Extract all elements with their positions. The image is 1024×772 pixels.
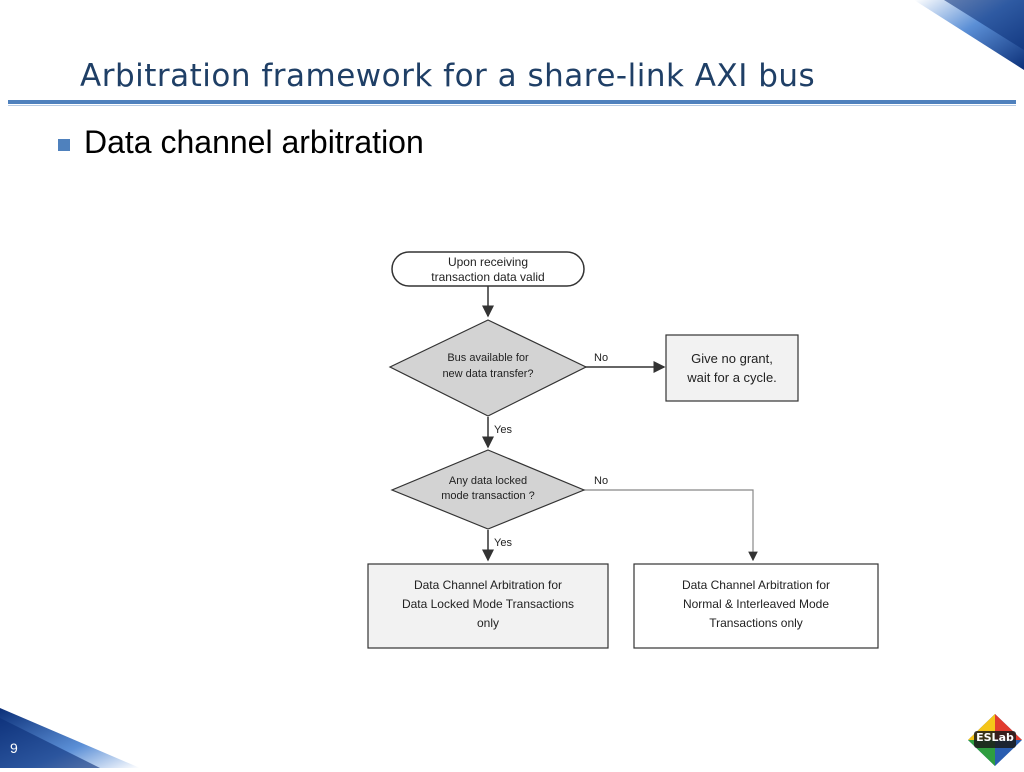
process-no-grant: Give no grant, wait for a cycle.	[665, 334, 799, 402]
eslab-logo: ESLab	[966, 712, 1024, 768]
decision1-line-2: new data transfer?	[442, 368, 533, 380]
label-no-2: No	[594, 475, 608, 487]
label-yes-2: Yes	[494, 537, 512, 549]
title-underline	[8, 100, 1016, 104]
locked-box-line-2: Data Locked Mode Transactions	[402, 597, 574, 611]
process-locked-mode-arbitration: Data Channel Arbitration for Data Locked…	[367, 563, 609, 649]
eslab-logo-icon	[968, 714, 1022, 766]
bullet-item: Data channel arbitration	[58, 124, 424, 161]
decision-bus-available: Bus available for new data transfer?	[388, 319, 588, 417]
connector-decision2-no	[582, 489, 758, 562]
label-no-1: No	[594, 352, 608, 364]
bullet-square-icon	[58, 138, 70, 151]
no-grant-line-2: wait for a cycle.	[686, 370, 777, 385]
no-grant-line-1: Give no grant,	[691, 351, 773, 366]
start-line-1: Upon receiving	[448, 255, 528, 269]
flowchart-diagram: Upon receiving transaction data valid Bu…	[367, 251, 879, 649]
flow-start-node: Upon receiving transaction data valid	[391, 251, 585, 287]
title-underline-thin	[8, 105, 1016, 106]
normal-box-line-3: Transactions only	[709, 616, 803, 630]
decision-data-locked: Any data locked mode transaction ?	[390, 449, 586, 530]
page-number: 9	[10, 740, 18, 756]
process-normal-interleaved-arbitration: Data Channel Arbitration for Normal & In…	[633, 563, 879, 649]
corner-decoration-top-right	[914, 0, 1024, 70]
locked-box-line-3: only	[477, 616, 499, 630]
decision1-line-1: Bus available for	[447, 352, 529, 364]
locked-box-line-1: Data Channel Arbitration for	[414, 578, 562, 592]
normal-box-line-1: Data Channel Arbitration for	[682, 578, 830, 592]
slide-title: Arbitration framework for a share-link A…	[80, 58, 816, 94]
decision2-line-2: mode transaction ?	[441, 490, 535, 502]
normal-box-line-2: Normal & Interleaved Mode	[683, 597, 829, 611]
label-yes-1: Yes	[494, 424, 512, 436]
decision2-line-1: Any data locked	[449, 475, 527, 487]
bullet-text: Data channel arbitration	[84, 124, 424, 160]
corner-decoration-bottom-left	[0, 708, 140, 768]
logo-text: ESLab	[976, 731, 1014, 744]
start-line-2: transaction data valid	[431, 270, 544, 284]
